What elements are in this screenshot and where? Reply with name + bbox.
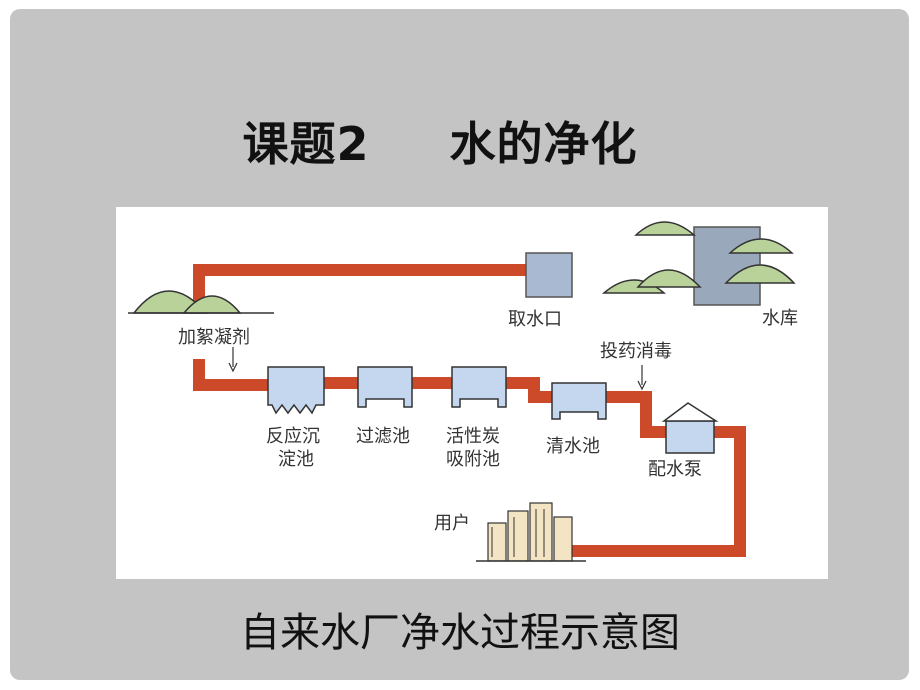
reservoir-label: 水库 [762,308,798,329]
title-topic: 课题2 [242,117,370,171]
pump-house-roof [661,402,719,422]
building [553,516,573,562]
pump-label: 配水泵 [648,459,702,480]
pipe-segment-5 [572,426,746,557]
carbon-label-line2: 吸附池 [446,449,500,470]
user-buildings: 用户 [434,502,586,562]
filter-tank: 过滤池 [356,366,413,447]
user-label: 用户 [434,513,470,534]
carbon-tank-body [451,366,507,408]
reservoir: 水库 [601,221,798,329]
water-purification-diagram: 取水口 水库 加絮凝剂 反应沉 淀池 过滤池 [116,207,828,579]
building [507,510,529,562]
reservoir-hill [724,264,796,284]
reservoir-hill [728,238,794,254]
pipe [193,264,746,557]
sedimentation-tank-body [267,366,325,415]
intake-box [525,252,573,298]
filter-tank-body [357,366,413,408]
disinfect-label: 投药消毒 [600,341,672,362]
coagulant-arrowhead [228,362,238,373]
sediment-label-line1: 反应沉 [266,426,320,447]
intake-label: 取水口 [508,309,562,330]
sediment-label-line2: 淀池 [278,449,314,470]
clear-water-tank: 清水池 [546,382,607,457]
pipe-intake-segment [193,264,528,313]
diagram-caption: 自来水厂净水过程示意图 [240,610,680,656]
disinfect-arrowhead [637,380,647,391]
clear-water-tank-body [551,382,607,420]
pipe-segment-4 [606,391,666,438]
reservoir-water [693,226,761,306]
sedimentation-tank: 反应沉 淀池 [266,366,325,470]
carbon-tank: 活性炭 吸附池 [446,366,507,470]
coagulant-label: 加絮凝剂 [178,327,250,348]
hill [182,295,242,314]
pipe-coagulant-segment [193,359,268,391]
clear-label: 清水池 [546,436,600,457]
reservoir-hill [636,269,702,288]
building [487,522,507,562]
building [529,502,553,562]
filter-label: 过滤池 [356,426,410,447]
title-subject: 水的净化 [449,117,638,171]
diagram-svg: 取水口 水库 加絮凝剂 反应沉 淀池 过滤池 [128,221,798,562]
pipe-segment-3 [506,377,552,403]
pump-house-body [665,420,715,454]
carbon-label-line1: 活性炭 [446,426,500,447]
pump-house: 配水泵 [648,402,719,480]
reservoir-hill [634,221,697,236]
page-title: 课题2 水的净化 [0,108,880,174]
